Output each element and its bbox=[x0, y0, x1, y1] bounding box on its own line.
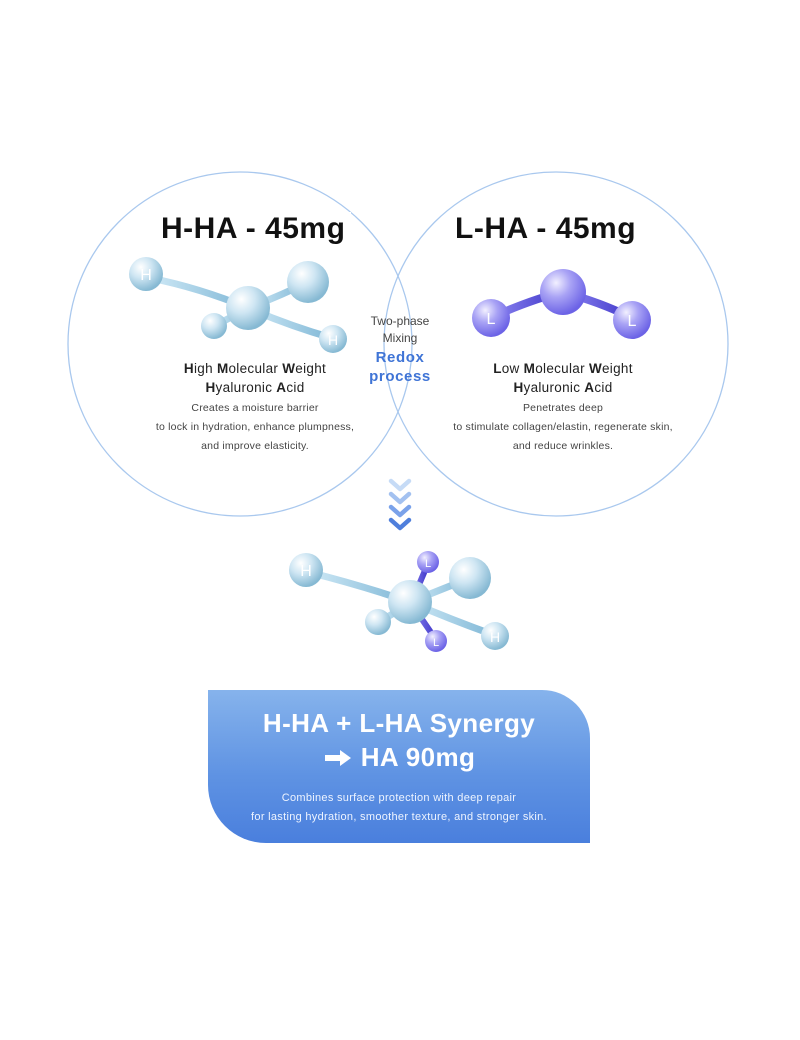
l-ha-heading: Low Molecular Weight Hyaluronic Acid bbox=[413, 359, 713, 397]
l-ha-heading-line1: Low Molecular Weight bbox=[493, 361, 633, 376]
banner-title-line2: HA 90mg bbox=[208, 742, 590, 775]
ha-90mg-label: HA 90mg bbox=[360, 742, 476, 772]
two-phase-label: Two-phase bbox=[370, 314, 430, 328]
l-ha-heading-line2: Hyaluronic Acid bbox=[513, 380, 613, 395]
desc-line: to stimulate collagen/elastin, regenerat… bbox=[453, 421, 673, 433]
banner-title-line1: H-HA + L-HA Synergy bbox=[262, 708, 536, 738]
h-atom-label: H bbox=[140, 267, 152, 284]
l-atom-label: L bbox=[487, 311, 496, 328]
h-ha-heading-line2: Hyaluronic Acid bbox=[205, 380, 305, 395]
l-ha-circle bbox=[383, 171, 729, 517]
h-atom-label: H bbox=[300, 563, 312, 580]
h-ha-title: H-HA - 45mg bbox=[155, 212, 352, 246]
desc-line: and improve elasticity. bbox=[201, 440, 309, 452]
h-atom-label: H bbox=[328, 332, 338, 348]
banner-desc-line2: for lasting hydration, smoother texture,… bbox=[251, 811, 547, 823]
redox-label: Redox bbox=[375, 349, 425, 366]
desc-line: Creates a moisture barrier bbox=[191, 402, 319, 414]
l-atom-label: L bbox=[425, 558, 431, 570]
l-atom-label: L bbox=[628, 313, 637, 330]
l-ha-description: Penetrates deep to stimulate collagen/el… bbox=[413, 399, 713, 456]
combined-molecule: H H L L bbox=[289, 551, 509, 652]
banner-desc-line1: Combines surface protection with deep re… bbox=[281, 792, 517, 804]
down-chevrons-icon bbox=[388, 478, 412, 531]
h-ha-description: Creates a moisture barrier to lock in hy… bbox=[105, 399, 405, 456]
h-ha-molecule: H H bbox=[129, 257, 347, 353]
synergy-banner: H-HA + L-HA Synergy HA 90mg Combines sur… bbox=[208, 690, 590, 843]
desc-line: and reduce wrinkles. bbox=[512, 440, 614, 452]
desc-line: to lock in hydration, enhance plumpness, bbox=[155, 421, 355, 433]
mixing-label: Mixing bbox=[382, 331, 418, 345]
l-atom-label: L bbox=[433, 637, 439, 649]
h-atom-label: H bbox=[490, 629, 500, 645]
l-ha-molecule: L L bbox=[472, 269, 651, 339]
process-label: process bbox=[369, 368, 431, 385]
h-ha-circle bbox=[67, 171, 413, 517]
desc-line: Penetrates deep bbox=[522, 402, 604, 414]
h-ha-heading-line1: High Molecular Weight bbox=[183, 361, 327, 376]
l-ha-title: L-HA - 45mg bbox=[449, 212, 643, 246]
right-arrow-icon bbox=[323, 744, 353, 775]
h-ha-heading: High Molecular Weight Hyaluronic Acid bbox=[105, 359, 405, 397]
